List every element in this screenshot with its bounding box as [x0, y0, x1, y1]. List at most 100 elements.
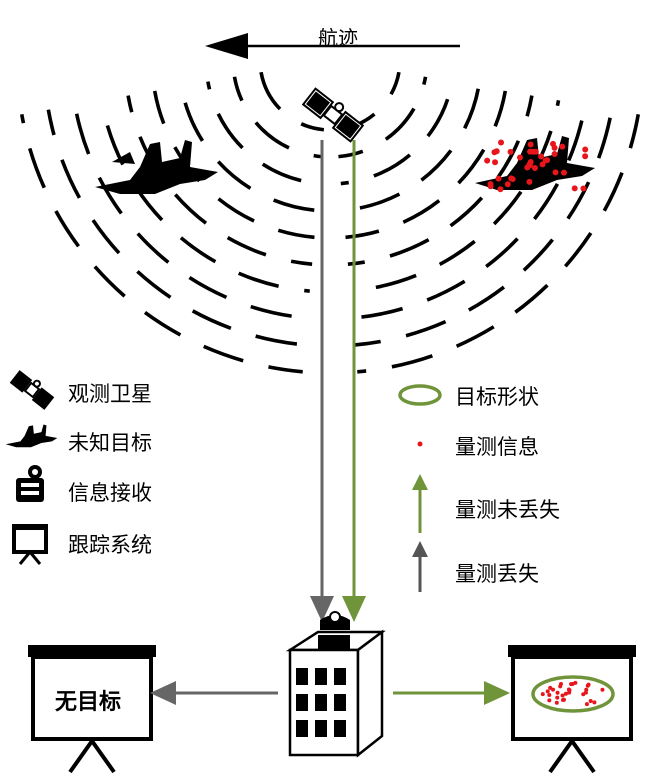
measurement-dot: [539, 161, 546, 168]
legend-receiver-icon: [16, 465, 44, 502]
sensor-arc: [126, 95, 313, 267]
measurement-dot: [582, 153, 589, 160]
measurement-dot: [551, 151, 558, 158]
building-window: [334, 668, 346, 685]
building-window: [315, 694, 327, 711]
measurement-dot: [561, 697, 566, 702]
measurement-dot: [571, 185, 578, 192]
green-output-arrow: [393, 681, 510, 705]
legend-gray-arrow-icon: [412, 541, 428, 592]
measurement-dot: [566, 687, 571, 692]
measurement-dot: [554, 700, 559, 705]
measurement-dot: [592, 700, 597, 705]
sensor-arc: [179, 85, 317, 213]
legend-label-receiver: 信息接收: [68, 481, 152, 505]
measurement-dot: [538, 153, 545, 160]
legend-ellipse-icon: [398, 384, 442, 406]
sensor-arc: [347, 95, 534, 267]
unknown-target-aircraft-left: [95, 140, 218, 194]
building-window: [334, 694, 346, 711]
legend-label-measurement: 量测信息: [455, 435, 539, 459]
sensor-arc: [357, 114, 641, 374]
legend-label-shape: 目标形状: [455, 385, 539, 409]
measurement-dot: [555, 690, 560, 695]
measurement-dot: [586, 682, 591, 687]
legend-aircraft-icon: [5, 424, 58, 448]
tracking-screen-right: [508, 645, 636, 774]
legend-green-arrow-icon: [412, 474, 428, 533]
measurement-dot: [547, 698, 552, 703]
screen-no-target-text: 无目标: [55, 690, 122, 715]
building-window: [296, 668, 308, 685]
measurement-dot: [551, 144, 558, 151]
measurement-dot: [540, 692, 545, 697]
measurement-dot: [508, 175, 515, 182]
measurement-dot: [487, 183, 494, 190]
satellite-icon: [301, 87, 365, 143]
unknown-target-aircraft-right: [475, 136, 595, 190]
sensor-arc: [206, 81, 320, 186]
sensor-arc: [345, 90, 508, 240]
measurement-dot: [527, 141, 534, 148]
measurement-dot: [600, 687, 605, 692]
gray-output-arrow: [150, 681, 278, 705]
sensor-arc: [152, 90, 315, 240]
building-window: [315, 720, 327, 737]
tracking-screen-left: [28, 645, 156, 774]
green-measurement-line: [342, 140, 366, 622]
sensor-arc: [340, 81, 454, 186]
measurement-dot: [584, 687, 589, 692]
sensor-arc: [343, 85, 481, 213]
sensor-arc: [354, 109, 614, 347]
measurement-dot: [584, 702, 589, 707]
building-window: [296, 694, 308, 711]
measurement-dot: [551, 687, 556, 692]
measurement-dot: [555, 695, 560, 700]
target-shape-ellipse: [531, 675, 615, 713]
sensor-arc: [46, 109, 306, 347]
measurement-dots-aircraft: [484, 139, 589, 193]
measurement-dot: [580, 185, 587, 192]
measurement-dot: [504, 181, 511, 188]
measurement-dot: [563, 691, 568, 696]
measurement-dot: [560, 169, 567, 176]
sensor-arc: [73, 104, 308, 320]
building-window: [315, 668, 327, 685]
measurement-dot: [581, 692, 586, 697]
measurement-dot: [570, 682, 575, 687]
measurement-dot: [531, 165, 538, 172]
measurement-dot: [560, 693, 565, 698]
legend-label-satellite: 观测卫星: [68, 382, 152, 406]
sensor-arc: [352, 104, 587, 320]
legend-dot-icon: [417, 441, 423, 447]
measurement-dot: [492, 159, 499, 166]
measurement-dot: [516, 154, 523, 161]
legend-label-not-lost: 量测未丢失: [455, 498, 560, 522]
legend-label-target: 未知目标: [68, 431, 152, 455]
measurement-dot: [545, 689, 550, 694]
measurement-dot: [493, 148, 500, 155]
measurement-dot: [529, 148, 536, 155]
track-label: 航迹: [318, 26, 358, 50]
measurement-dot: [484, 157, 491, 164]
measurement-dot: [588, 698, 593, 703]
building-window: [296, 720, 308, 737]
measurement-dot: [559, 143, 566, 150]
track-arrow: [205, 33, 460, 59]
gray-measurement-line: [310, 140, 334, 622]
measurement-dot: [498, 139, 505, 146]
measurement-dot: [547, 693, 552, 698]
measurement-dot: [507, 148, 514, 155]
legend-label-lost: 量测丢失: [455, 562, 539, 586]
measurement-dot: [497, 186, 504, 193]
measurement-dot: [527, 158, 534, 165]
measurement-dot: [544, 157, 551, 164]
sensor-arc: [232, 76, 322, 159]
measurement-dot: [526, 178, 533, 185]
measurement-dot: [552, 169, 559, 176]
legend-screen-icon: [12, 524, 48, 565]
receiver-station: [285, 611, 386, 758]
sensor-arc: [19, 114, 303, 374]
measurement-dot: [495, 175, 502, 182]
